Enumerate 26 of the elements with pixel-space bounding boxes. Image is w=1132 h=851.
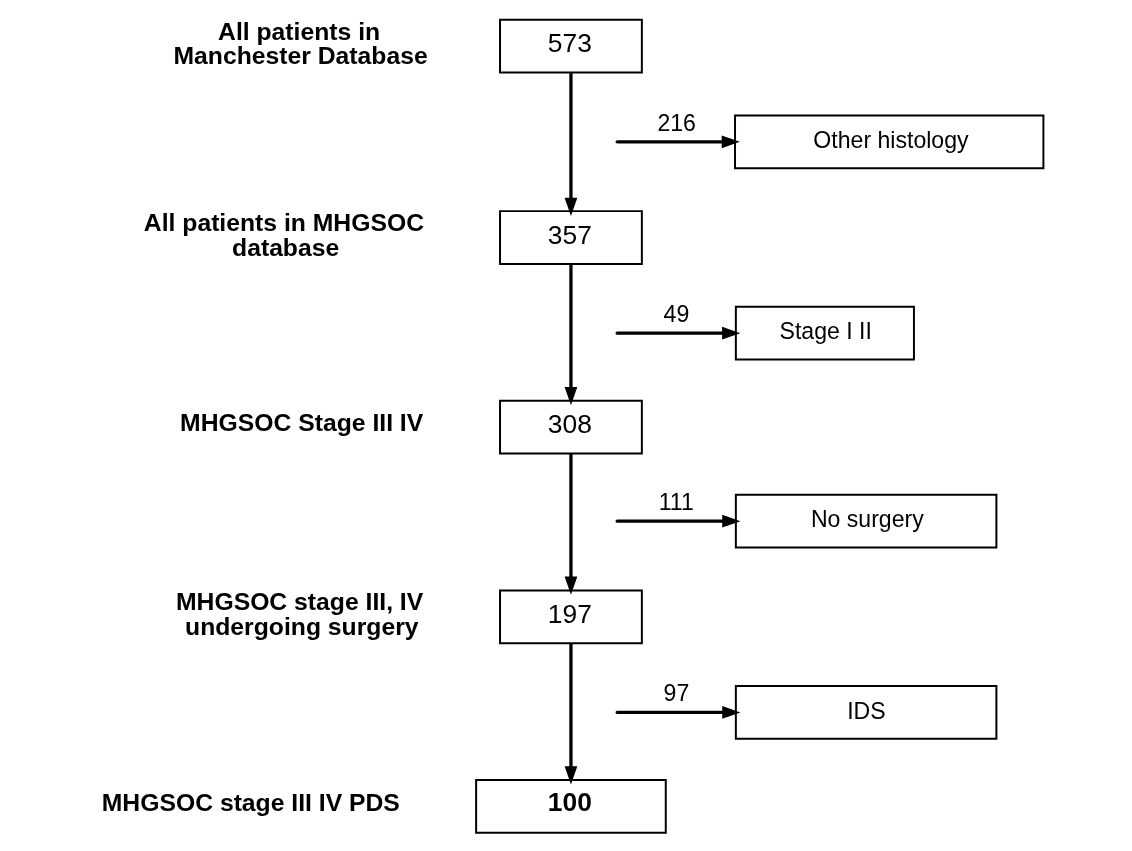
node-box: No surgery	[734, 493, 998, 549]
node-box: 197	[499, 589, 643, 645]
arrow	[617, 326, 741, 340]
node-label: MHGSOC stage III IV PDS	[101, 788, 400, 816]
arrow	[617, 135, 740, 149]
arrow	[564, 73, 578, 216]
node-box: 100	[475, 779, 667, 834]
node-label: All patients in MHGSOC database	[143, 208, 425, 261]
node-box: 308	[499, 399, 643, 455]
node-box: Stage I II	[734, 305, 915, 361]
node-box: Other histology	[734, 114, 1045, 170]
arrow	[617, 514, 741, 528]
arrow	[564, 643, 578, 785]
node-box: IDS	[734, 685, 998, 740]
edge-label: 111	[658, 488, 694, 515]
node-box: 357	[499, 210, 643, 265]
arrow	[564, 264, 578, 406]
node-label: MHGSOC Stage III IV	[180, 409, 424, 437]
edge-label: 216	[657, 109, 696, 136]
node-label: MHGSOC stage III, IV undergoing surgery	[176, 588, 424, 640]
arrow	[617, 706, 741, 719]
node-box: 573	[499, 18, 643, 74]
arrow	[564, 453, 578, 595]
edge-label: 97	[663, 680, 690, 707]
node-label: All patients in Manchester Database	[173, 17, 428, 70]
edge-label: 49	[663, 300, 690, 327]
